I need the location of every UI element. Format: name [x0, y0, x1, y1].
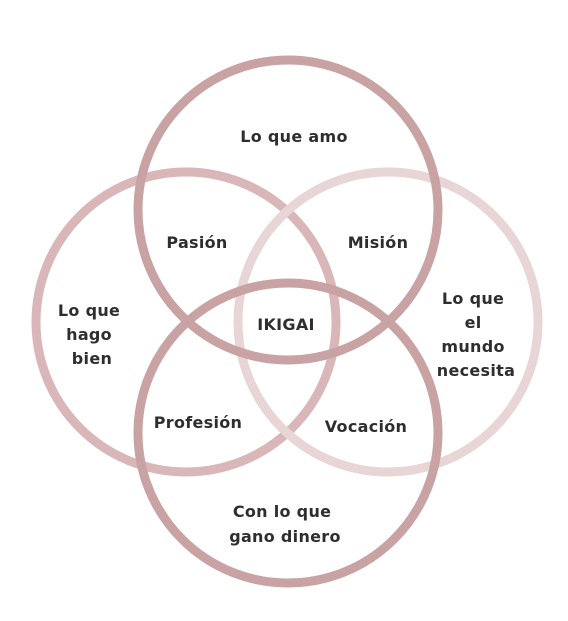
label-right: Lo que el mundo necesita: [437, 289, 515, 380]
label-bottom: Con lo que gano dinero: [229, 502, 341, 546]
overlap-label-ikigai: IKIGAI: [257, 315, 315, 334]
circle-right-mundo-necesita: [233, 167, 543, 477]
label-left: Lo que hago bien: [58, 301, 126, 368]
label-top: Lo que amo: [240, 127, 347, 146]
circle-top-lo-que-amo: [133, 55, 443, 365]
circle-left-hago-bien: [31, 167, 341, 477]
overlap-label-vocacion: Vocación: [325, 417, 408, 436]
overlap-label-profesion: Profesión: [154, 413, 243, 432]
overlap-label-pasion: Pasión: [166, 233, 227, 252]
circle-bottom-gano-dinero: [133, 278, 443, 588]
overlap-label-mision: Misión: [348, 233, 409, 252]
